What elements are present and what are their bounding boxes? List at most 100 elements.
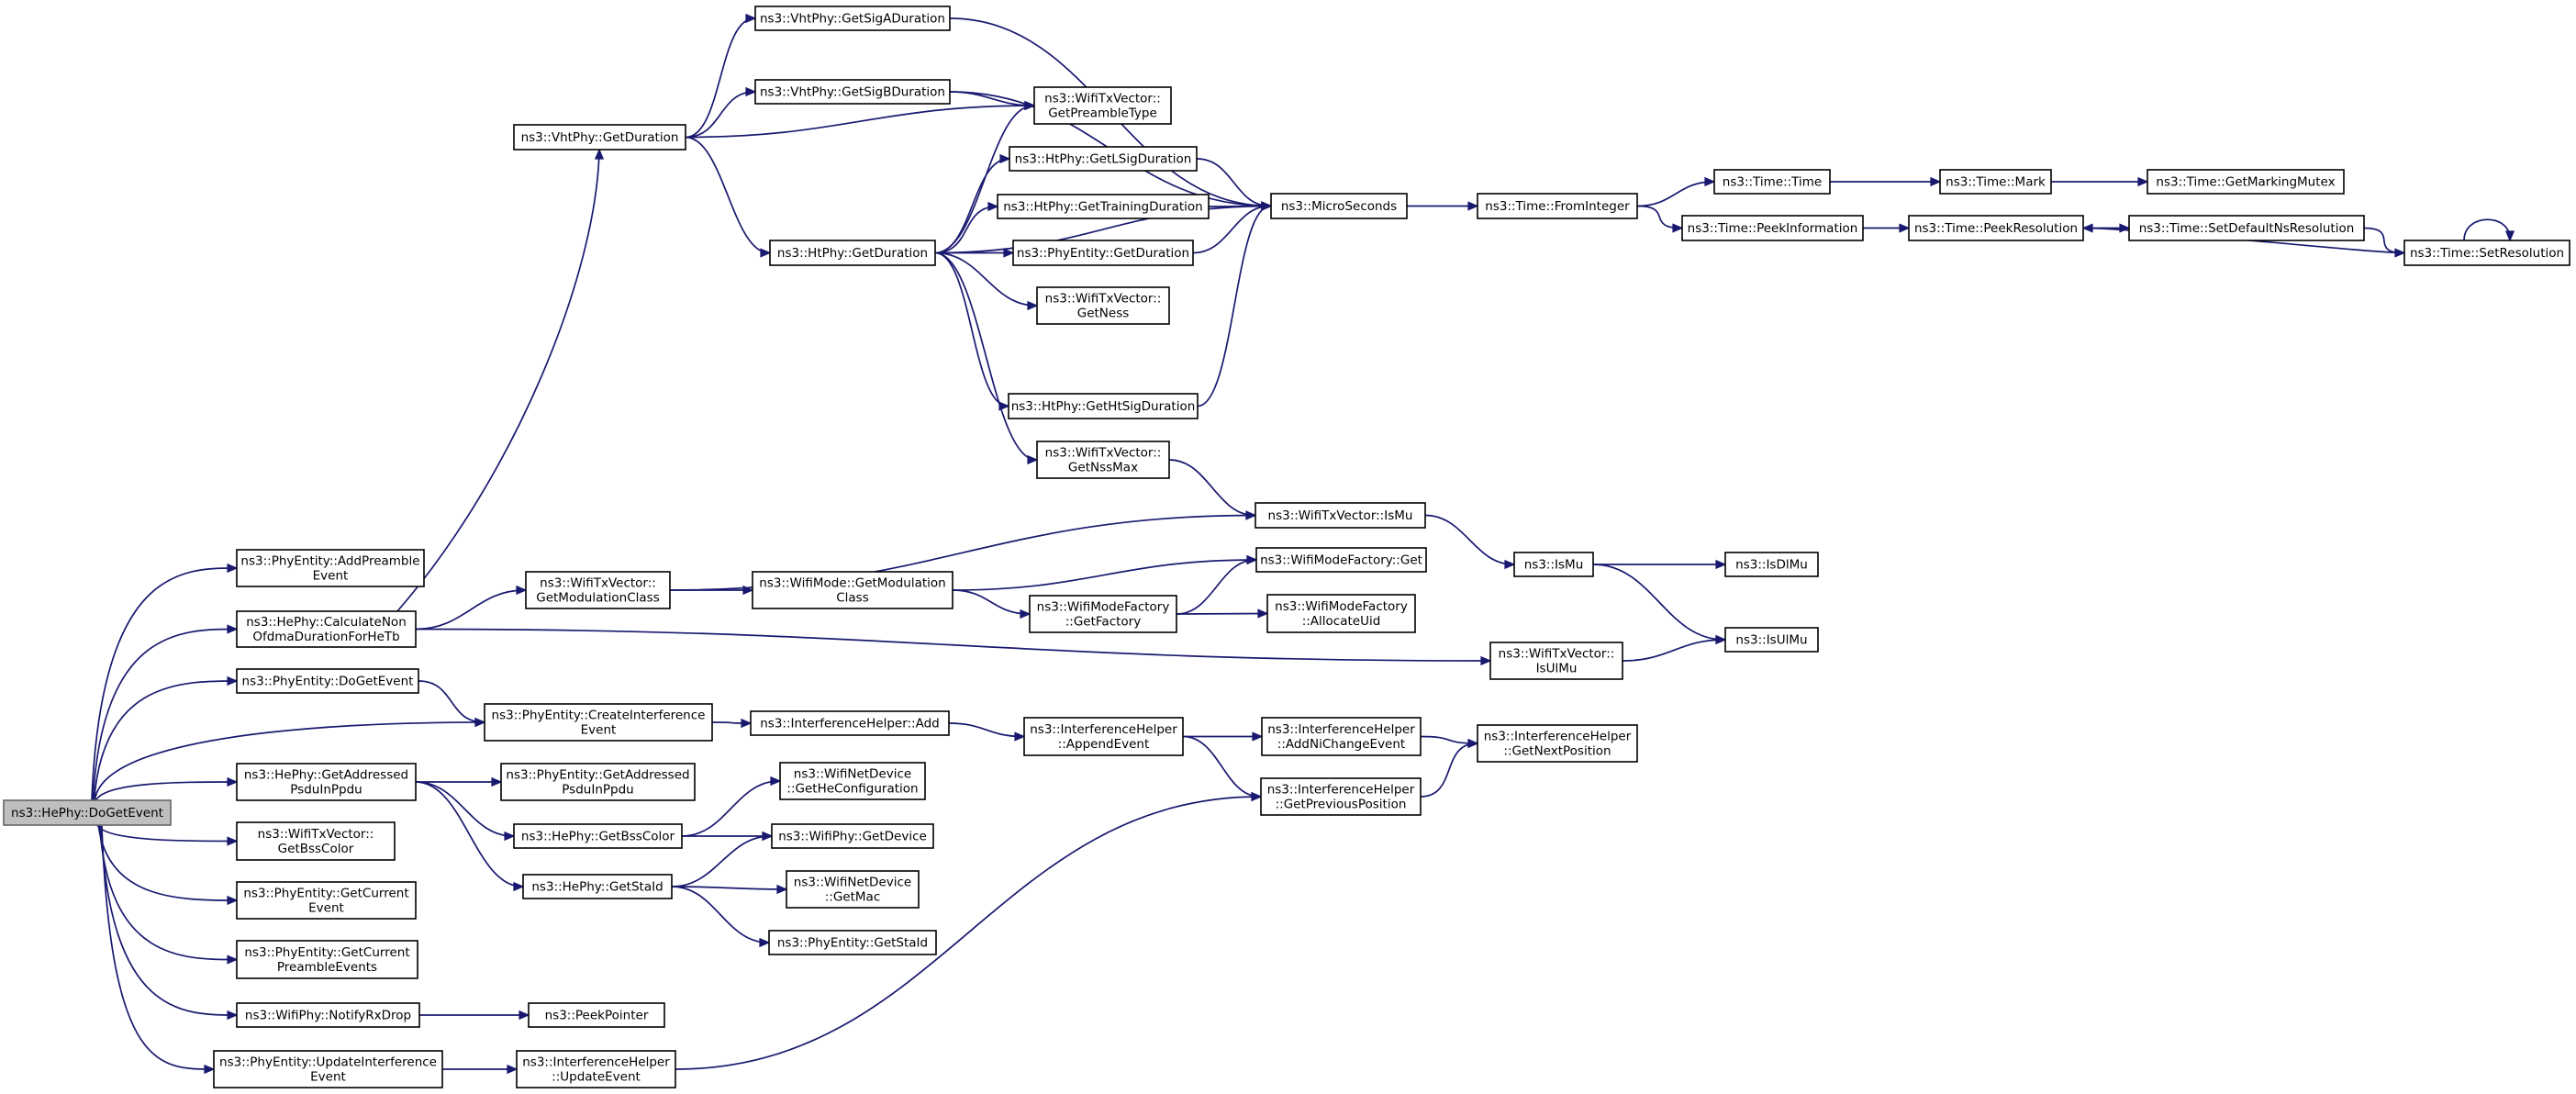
node-ih-update-event[interactable]: ns3::InterferenceHelper::UpdateEvent bbox=[516, 1050, 676, 1088]
node-get-nss-max[interactable]: ns3::WifiTxVector::GetNssMax bbox=[1036, 441, 1170, 479]
node-wifiphy-get-device[interactable]: ns3::WifiPhy::GetDevice bbox=[771, 823, 934, 849]
edge-line bbox=[415, 589, 526, 631]
node-is-mu[interactable]: ns3::IsMu bbox=[1513, 552, 1594, 577]
node-label: ns3::HePhy::GetAddressed bbox=[244, 768, 408, 783]
node-time-time[interactable]: ns3::Time::Time bbox=[1713, 169, 1831, 195]
node-box bbox=[236, 1002, 420, 1028]
node-label: ns3::Time::PeekResolution bbox=[1914, 221, 2078, 236]
edge-arrowhead bbox=[227, 895, 239, 906]
node-is-ul-mu[interactable]: ns3::IsUlMu bbox=[1724, 627, 1819, 653]
node-time-get-marking-mutex[interactable]: ns3::Time::GetMarkingMutex bbox=[2147, 169, 2345, 195]
node-root[interactable]: ns3::HePhy::DoGetEvent bbox=[3, 799, 172, 826]
node-time-peek-resolution[interactable]: ns3::Time::PeekResolution bbox=[1908, 215, 2084, 241]
node-vec-is-mu[interactable]: ns3::WifiTxVector::IsMu bbox=[1255, 502, 1426, 529]
node-time-peek-info[interactable]: ns3::Time::PeekInformation bbox=[1681, 215, 1864, 241]
node-wmf-allocate-uid[interactable]: ns3::WifiModeFactory::AllocateUid bbox=[1266, 594, 1416, 633]
node-notify-rx-drop[interactable]: ns3::WifiPhy::NotifyRxDrop bbox=[236, 1002, 420, 1028]
node-box bbox=[997, 194, 1210, 219]
node-micro-seconds[interactable]: ns3::MicroSeconds bbox=[1270, 193, 1408, 219]
node-vht-get-sigb[interactable]: ns3::VhtPhy::GetSigBDuration bbox=[754, 79, 951, 105]
edge-root-to-calc-non-ofdma bbox=[92, 624, 239, 801]
edge-arrowhead bbox=[1467, 201, 1479, 211]
edge-line bbox=[685, 91, 755, 139]
node-calc-non-ofdma[interactable]: ns3::HePhy::CalculateNonOfdmaDurationFor… bbox=[236, 610, 417, 648]
node-wnd-get-he-config[interactable]: ns3::WifiNetDevice::GetHeConfiguration bbox=[779, 762, 926, 800]
node-label: ns3::WifiPhy::GetDevice bbox=[778, 830, 927, 844]
node-label: Event bbox=[313, 569, 349, 584]
node-phy-do-get-event[interactable]: ns3::PhyEntity::DoGetEvent bbox=[236, 668, 419, 694]
node-label: ::GetPreviousPosition bbox=[1276, 798, 1407, 812]
node-label: ns3::IsDlMu bbox=[1735, 558, 1808, 573]
node-label: ns3::WifiMode::GetModulation bbox=[759, 576, 945, 591]
edge-line bbox=[95, 781, 237, 801]
node-get-preamble-type[interactable]: ns3::WifiTxVector::GetPreambleType bbox=[1033, 86, 1172, 125]
node-phy-get-duration[interactable]: ns3::PhyEntity::GetDuration bbox=[1012, 240, 1194, 266]
node-time-set-resolution[interactable]: ns3::Time::SetResolution bbox=[2403, 240, 2570, 266]
node-get-ness[interactable]: ns3::WifiTxVector::GetNess bbox=[1036, 286, 1170, 325]
node-wifimode-get-mod-class[interactable]: ns3::WifiMode::GetModulationClass bbox=[752, 571, 953, 609]
node-he-get-sta-id[interactable]: ns3::HePhy::GetStaId bbox=[522, 874, 673, 899]
node-time-mark[interactable]: ns3::Time::Mark bbox=[1939, 169, 2052, 195]
node-is-dl-mu[interactable]: ns3::IsDlMu bbox=[1724, 552, 1819, 577]
node-time-from-integer[interactable]: ns3::Time::FromInteger bbox=[1477, 193, 1638, 219]
node-label: ns3::WifiTxVector:: bbox=[1499, 647, 1615, 662]
node-box bbox=[2403, 240, 2570, 266]
node-ht-get-htsig[interactable]: ns3::HtPhy::GetHtSigDuration bbox=[1008, 393, 1199, 419]
node-vec-is-ul-mu[interactable]: ns3::WifiTxVector::IsUlMu bbox=[1489, 642, 1623, 680]
node-ih-add[interactable]: ns3::InterferenceHelper::Add bbox=[750, 710, 950, 736]
edge-is-mu-to-is-ul-mu bbox=[1592, 564, 1727, 645]
node-time-set-default-ns-res[interactable]: ns3::Time::SetDefaultNsResolution bbox=[2128, 215, 2365, 241]
edge-arrowhead bbox=[2137, 176, 2149, 187]
edge-line bbox=[92, 628, 237, 801]
node-ht-get-duration[interactable]: ns3::HtPhy::GetDuration bbox=[769, 240, 936, 266]
node-ih-get-prev-pos[interactable]: ns3::InterferenceHelper::GetPreviousPosi… bbox=[1260, 777, 1422, 816]
node-ih-add-ni-change[interactable]: ns3::InterferenceHelper::AddNiChangeEven… bbox=[1261, 717, 1422, 756]
edge-line bbox=[1420, 735, 1478, 744]
edge-line bbox=[671, 886, 786, 890]
node-he-get-bss-color[interactable]: ns3::HePhy::GetBssColor bbox=[513, 823, 683, 849]
edge-arrowhead bbox=[519, 1010, 530, 1021]
edge-line bbox=[934, 206, 998, 254]
edge-arrowhead bbox=[1245, 510, 1257, 520]
node-box bbox=[236, 821, 396, 861]
edge-line bbox=[1636, 205, 1682, 229]
node-ih-append-event[interactable]: ns3::InterferenceHelper::AppendEvent bbox=[1023, 717, 1184, 756]
edge-line bbox=[949, 91, 1034, 106]
node-peek-pointer[interactable]: ns3::PeekPointer bbox=[528, 1002, 665, 1028]
node-box bbox=[528, 1002, 665, 1028]
node-get-modulation-class-vec[interactable]: ns3::WifiTxVector::GetModulationClass bbox=[525, 571, 671, 609]
node-label: ns3::Time::SetResolution bbox=[2410, 246, 2564, 261]
node-box bbox=[1261, 717, 1422, 756]
node-box bbox=[236, 610, 417, 648]
node-vht-get-siga[interactable]: ns3::VhtPhy::GetSigADuration bbox=[754, 6, 951, 31]
node-box bbox=[754, 6, 951, 31]
node-label: ns3::PhyEntity::GetAddressed bbox=[506, 768, 689, 783]
edge-line bbox=[681, 780, 780, 837]
edge-arrowhead bbox=[1480, 655, 1492, 666]
edge-arrowhead bbox=[227, 836, 239, 846]
edge-line bbox=[934, 251, 1009, 407]
node-get-bss-color-vec[interactable]: ns3::WifiTxVector::GetBssColor bbox=[236, 821, 396, 861]
node-vht-get-duration[interactable]: ns3::VhtPhy::GetDuration bbox=[513, 124, 686, 151]
edge-ih-add-to-ih-append-event bbox=[948, 722, 1026, 742]
edge-update-interference-to-ih-update-event bbox=[442, 1064, 519, 1075]
node-box bbox=[779, 762, 926, 800]
node-wmf-get[interactable]: ns3::WifiModeFactory::Get bbox=[1255, 547, 1427, 573]
edge-micro-seconds-to-time-from-integer bbox=[1407, 201, 1479, 211]
node-ht-get-lsig[interactable]: ns3::HtPhy::GetLSigDuration bbox=[1009, 146, 1198, 172]
node-label: ns3::WifiPhy::NotifyRxDrop bbox=[245, 1009, 411, 1023]
node-wnd-get-mac[interactable]: ns3::WifiNetDevice::GetMac bbox=[786, 870, 920, 909]
node-label: Event bbox=[308, 901, 344, 916]
node-phy-get-sta-id[interactable]: ns3::PhyEntity::GetStaId bbox=[768, 930, 937, 955]
node-label: Class bbox=[836, 591, 869, 606]
node-ht-get-training[interactable]: ns3::HtPhy::GetTrainingDuration bbox=[997, 194, 1210, 219]
node-wmf-get-factory[interactable]: ns3::WifiModeFactory::GetFactory bbox=[1029, 595, 1177, 633]
node-ih-get-next-pos[interactable]: ns3::InterferenceHelper::GetNextPosition bbox=[1477, 724, 1638, 763]
